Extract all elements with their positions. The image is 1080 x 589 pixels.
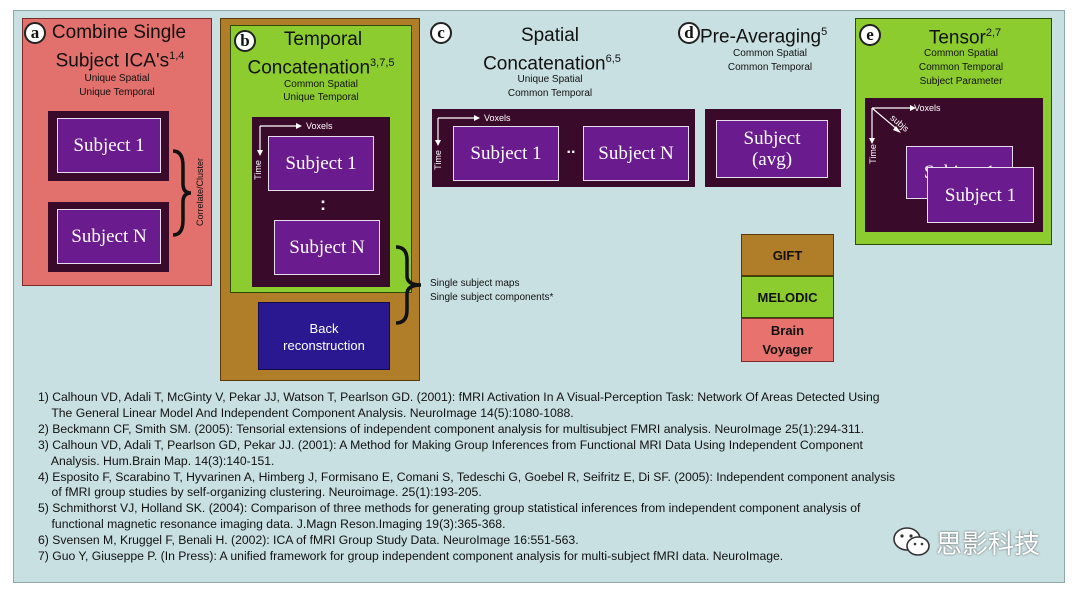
panel-c-title-line2: Concatenation6,5 xyxy=(483,53,621,75)
axis-arrows-icon xyxy=(869,105,916,144)
subject-box: Subject N xyxy=(274,220,380,275)
legend-melodic: MELODIC xyxy=(741,276,834,318)
reference-line: 6) Svensen M, Kruggel F, Benali H. (2002… xyxy=(38,533,579,548)
subject-box: Subject N xyxy=(57,209,161,264)
panel-e-subtitle-line2: Common Temporal xyxy=(918,62,1004,73)
legend-brain-voyager: Brain Voyager xyxy=(741,318,834,362)
panel-b-subtitle-line2: Unique Temporal xyxy=(283,92,359,103)
subject-box: Subject 1 xyxy=(268,136,374,191)
panel-c-title-line1: Spatial xyxy=(520,25,580,46)
panel-e-subtitle-line1: Common Spatial xyxy=(924,48,998,59)
legend-gift: GIFT xyxy=(741,234,834,276)
reference-line: The General Linear Model And Independent… xyxy=(38,405,574,420)
subject-box: Subject N xyxy=(583,126,689,181)
axis-arrows-icon xyxy=(435,115,480,146)
panel-a-subtitle-line1: Unique Spatial xyxy=(84,73,150,84)
panel-e-title: Tensor2,7 xyxy=(928,27,1002,49)
subject-box: Subject 1 xyxy=(57,118,161,173)
panel-c-subtitle-line1: Unique Spatial xyxy=(517,74,583,85)
panel-e-letter: e xyxy=(859,24,881,46)
ellipsis-dots: .. xyxy=(566,140,576,157)
panel-a-subtitle-line2: Unique Temporal xyxy=(79,87,155,98)
axis-voxels-label: Voxels xyxy=(306,121,333,131)
legend-brain-line1: Brain xyxy=(770,323,805,338)
correlate-cluster-label: Correlate/Cluster xyxy=(195,157,205,227)
axis-arrows-icon xyxy=(257,123,302,156)
axis-time-label: Time xyxy=(868,144,878,164)
reference-line: 4) Esposito F, Scarabino T, Hyvarinen A,… xyxy=(38,469,896,484)
panel-a-letter: a xyxy=(24,22,46,44)
brace-icon xyxy=(172,149,192,237)
panel-d-letter: d xyxy=(678,22,700,44)
panel-d-subtitle-line1: Common Spatial xyxy=(733,48,807,59)
references-list: 1) Calhoun VD, Adali T, McGinty V, Pekar… xyxy=(38,390,1038,565)
subject-box-front: Subject 1 xyxy=(927,167,1034,223)
reference-line: Analysis. Hum.Brain Map. 14(3):140-151. xyxy=(38,453,275,468)
reference-line: 2) Beckmann CF, Smith SM. (2005): Tensor… xyxy=(38,421,864,436)
panel-b-title-line1: Temporal xyxy=(283,29,363,50)
reference-line: 7) Guo Y, Giuseppe P. (In Press): A unif… xyxy=(38,549,784,564)
back-reconstruction-box: Back reconstruction xyxy=(258,302,390,370)
reference-line: functional magnetic resonance imaging da… xyxy=(38,517,506,532)
panel-c-letter: c xyxy=(430,22,452,44)
subject-avg-line1: Subject xyxy=(743,128,801,149)
subject-avg-box: Subject (avg) xyxy=(716,120,828,178)
reference-line: 1) Calhoun VD, Adali T, McGinty V, Pekar… xyxy=(38,390,880,404)
panel-e-subtitle-line3: Subject Parameter xyxy=(919,76,1003,87)
panel-d-subtitle-line2: Common Temporal xyxy=(727,62,813,73)
panel-a-title-line1: Combine Single xyxy=(51,22,187,43)
wechat-icon xyxy=(893,527,930,556)
reference-line: 3) Calhoun VD, Adali T, Pearlson GD, Pek… xyxy=(38,437,863,452)
ellipsis-dots: : xyxy=(320,194,326,214)
subject-avg-line2: (avg) xyxy=(751,149,793,170)
axis-voxels-label: Voxels xyxy=(484,113,511,123)
axis-time-label: Time xyxy=(433,150,443,170)
panel-b-title-line2: Concatenation3,7,5 xyxy=(247,57,395,79)
reference-line: of fMRI group studies by self-organizing… xyxy=(38,485,482,500)
brace-icon xyxy=(395,245,422,325)
panel-b-subtitle-line1: Common Spatial xyxy=(284,79,358,90)
reference-line: 5) Schmithorst VJ, Holland SK. (2004): C… xyxy=(38,501,861,516)
panel-a-title-line2: Subject ICA's1,4 xyxy=(55,50,185,72)
panel-b-letter: b xyxy=(234,30,256,52)
watermark-text: 思影科技 xyxy=(936,530,1041,560)
back-reconstruction-line1: Back xyxy=(309,321,339,336)
subject-box: Subject 1 xyxy=(453,126,559,181)
axis-voxels-label: Voxels xyxy=(914,103,941,113)
back-reconstruction-line2: reconstruction xyxy=(283,338,365,353)
axis-time-label: Time xyxy=(253,160,263,180)
panel-d-title: Pre-Averaging5 xyxy=(700,26,828,48)
legend-brain-line2: Voyager xyxy=(762,342,813,357)
panel-c-subtitle-line2: Common Temporal xyxy=(507,88,593,99)
outputs-line1: Single subject maps xyxy=(430,278,520,289)
outputs-line2: Single subject components* xyxy=(430,292,554,303)
